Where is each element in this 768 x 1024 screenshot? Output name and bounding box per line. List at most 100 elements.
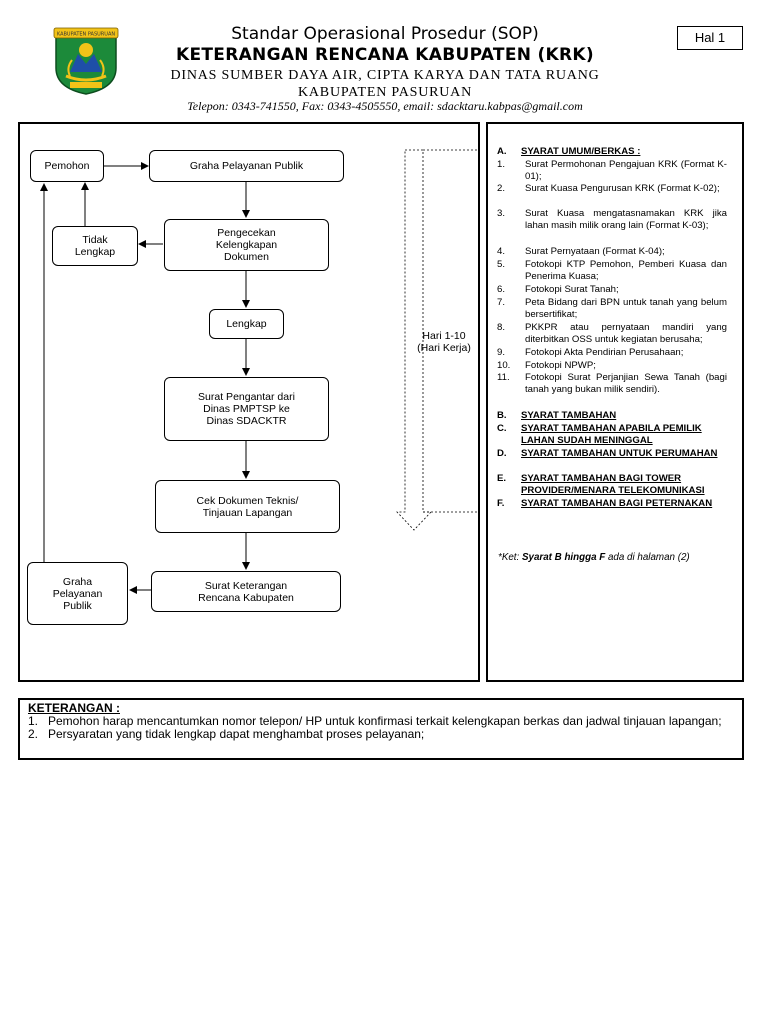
- flow-surat-keterangan-line: Surat Keterangan: [204, 579, 288, 592]
- flow-surat-keterangan: Surat Keterangan Rencana Kabupaten: [151, 571, 341, 612]
- flow-graha-pelayanan-top: Graha Pelayanan Publik: [149, 150, 344, 182]
- section-marker: B.: [497, 410, 507, 421]
- flow-pemohon: Pemohon: [30, 150, 104, 182]
- requirement-text: Surat Kuasa Pengurusan KRK (Format K-02)…: [525, 183, 720, 194]
- requirement-num: 2.: [497, 183, 506, 194]
- requirement-item: 1. Surat Permohonan Pengajuan KRK (Forma…: [497, 159, 727, 184]
- section-text: SYARAT TAMBAHAN BAGI TOWER PROVIDER/MENA…: [521, 473, 705, 497]
- region-name: KABUPATEN PASURUAN: [297, 85, 473, 100]
- flow-pengecekan-line: Kelengkapan: [215, 239, 278, 251]
- section-text: SYARAT TAMBAHAN BAGI PETERNAKAN: [521, 498, 713, 509]
- requirement-text: Surat Permohonan Pengajuan KRK (Format K…: [525, 159, 727, 183]
- requirement-text: PKKPR atau pernyataan mandiri yang diter…: [525, 322, 727, 346]
- section-marker: D.: [497, 448, 507, 459]
- requirements-note: *Ket: Syarat B hingga F ada di halaman (…: [498, 552, 690, 563]
- requirements-heading: A. SYARAT UMUM/BERKAS :: [497, 146, 727, 158]
- requirement-num: 6.: [497, 284, 506, 295]
- section-heading: C. SYARAT TAMBAHAN APABILA PEMILIK LAHAN…: [497, 423, 727, 448]
- page-label: Hal 1: [677, 26, 743, 50]
- requirement-num: 10.: [497, 360, 511, 371]
- requirement-item: 2. Surat Kuasa Pengurusan KRK (Format K-…: [497, 183, 727, 195]
- section-marker: C.: [497, 423, 507, 434]
- requirement-item: 7. Peta Bidang dari BPN untuk tanah yang…: [497, 297, 727, 322]
- requirement-item: 5. Fotokopi KTP Pemohon, Pemberi Kuasa d…: [497, 259, 727, 284]
- requirements-heading-text: SYARAT UMUM/BERKAS :: [521, 146, 641, 157]
- flow-cek-dokumen: Cek Dokumen Teknis/ Tinjauan Lapangan: [155, 480, 340, 533]
- note-item: 2. Persyaratan yang tidak lengkap dapat …: [28, 728, 734, 741]
- flow-graha-top-label: Graha Pelayanan Publik: [189, 160, 304, 172]
- flow-graha-bottom-line: Publik: [63, 599, 92, 612]
- requirement-text: Fotokopi Surat Tanah;: [525, 284, 619, 295]
- requirements-heading-marker: A.: [497, 146, 507, 157]
- contact-line: Telepon: 0343-741550, Fax: 0343-4505550,…: [187, 99, 583, 113]
- flow-surat-keterangan-line: Rencana Kabupaten: [198, 591, 294, 604]
- flow-pengecekan: Pengecekan Kelengkapan Dokumen: [164, 219, 329, 271]
- duration-line: (Hari Kerja): [417, 342, 471, 354]
- flow-lengkap-label: Lengkap: [226, 318, 267, 330]
- requirement-num: 3.: [497, 208, 506, 219]
- flow-graha-pelayanan-bottom: Graha Pelayanan Publik: [27, 562, 128, 625]
- flow-cek-dokumen-line: Tinjauan Lapangan: [202, 506, 293, 519]
- flow-cek-dokumen-line: Cek Dokumen Teknis/: [196, 494, 299, 507]
- note-num: 1.: [28, 714, 39, 728]
- flow-pengecekan-line: Dokumen: [224, 251, 269, 263]
- section-heading: D. SYARAT TAMBAHAN UNTUK PERUMAHAN: [497, 448, 727, 460]
- requirement-num: 9.: [497, 347, 506, 358]
- section-text: SYARAT TAMBAHAN: [521, 410, 617, 421]
- requirement-num: 5.: [497, 259, 506, 270]
- requirement-num: 1.: [497, 159, 506, 170]
- section-heading: F. SYARAT TAMBAHAN BAGI PETERNAKAN: [497, 498, 727, 510]
- note-num: 2.: [28, 727, 39, 741]
- section-heading: E. SYARAT TAMBAHAN BAGI TOWER PROVIDER/M…: [497, 473, 727, 498]
- requirement-item: 3. Surat Kuasa mengatasnamakan KRK jika …: [497, 208, 727, 233]
- notes-panel: KETERANGAN : 1. Pemohon harap mencantumk…: [18, 698, 744, 760]
- flow-surat-pengantar-line: Dinas PMPTSP ke: [203, 403, 290, 415]
- note-text: Pemohon harap mencantumkan nomor telepon…: [48, 714, 722, 728]
- section-marker: E.: [497, 473, 507, 484]
- requirement-text: Surat Pernyataan (Format K-04);: [525, 246, 665, 257]
- note-item: 1. Pemohon harap mencantumkan nomor tele…: [28, 715, 734, 728]
- flow-surat-pengantar: Surat Pengantar dari Dinas PMPTSP ke Din…: [164, 377, 329, 441]
- requirement-text: Surat Kuasa mengatasnamakan KRK jika lah…: [525, 208, 727, 232]
- section-text: SYARAT TAMBAHAN UNTUK PERUMAHAN: [521, 448, 718, 459]
- duration-line: Hari 1-10: [422, 330, 466, 342]
- requirements-panel: [486, 122, 744, 682]
- flow-tidak-lengkap-line: Lengkap: [74, 246, 116, 258]
- note-prefix: *Ket:: [498, 552, 522, 563]
- section-text: SYARAT TAMBAHAN APABILA PEMILIK LAHAN SU…: [521, 423, 702, 447]
- flow-pemohon-label: Pemohon: [44, 160, 90, 172]
- title-line-1: Standar Operasional Prosedur (SOP): [231, 24, 539, 44]
- requirement-text: Fotokopi Akta Pendirian Perusahaan;: [525, 347, 684, 358]
- requirement-item: 4. Surat Pernyataan (Format K-04);: [497, 246, 727, 258]
- requirement-item: 8. PKKPR atau pernyataan mandiri yang di…: [497, 322, 727, 347]
- requirement-text: Fotokopi NPWP;: [525, 360, 596, 371]
- agency-name: DINAS SUMBER DAYA AIR, CIPTA KARYA DAN T…: [170, 68, 600, 83]
- requirement-text: Fotokopi KTP Pemohon, Pemberi Kuasa dan …: [525, 259, 727, 283]
- requirement-num: 11.: [497, 372, 510, 383]
- requirement-num: 7.: [497, 297, 506, 308]
- requirement-item: 9. Fotokopi Akta Pendirian Perusahaan;: [497, 347, 727, 359]
- flow-surat-pengantar-line: Surat Pengantar dari: [198, 391, 295, 403]
- section-heading: B. SYARAT TAMBAHAN: [497, 410, 727, 422]
- note-text: Persyaratan yang tidak lengkap dapat men…: [48, 727, 425, 741]
- flowchart-panel: [18, 122, 480, 682]
- requirement-item: 6. Fotokopi Surat Tanah;: [497, 284, 727, 296]
- flow-graha-bottom-line: Pelayanan: [52, 587, 103, 600]
- flow-graha-bottom-line: Graha: [62, 575, 93, 588]
- requirement-text: Fotokopi Surat Perjanjian Sewa Tanah (ba…: [525, 372, 727, 396]
- flow-surat-pengantar-line: Dinas SDACKTR: [206, 415, 287, 427]
- note-suffix: ada di halaman (2): [605, 552, 690, 563]
- flow-tidak-lengkap-line: Tidak: [82, 234, 108, 246]
- kabupaten-pasuruan-logo-icon: KABUPATEN PASURUAN: [53, 27, 119, 95]
- note-bold: Syarat B hingga F: [521, 552, 606, 563]
- section-marker: F.: [497, 498, 505, 509]
- title-line-2: KETERANGAN RENCANA KABUPATEN (KRK): [176, 45, 594, 65]
- duration-label: Hari 1-10 (Hari Kerja): [412, 330, 476, 354]
- flow-lengkap: Lengkap: [209, 309, 284, 339]
- requirement-item: 11. Fotokopi Surat Perjanjian Sewa Tanah…: [497, 372, 727, 397]
- flow-pengecekan-line: Pengecekan: [217, 227, 276, 239]
- requirement-text: Peta Bidang dari BPN untuk tanah yang be…: [525, 297, 727, 321]
- requirement-num: 8.: [497, 322, 506, 333]
- requirement-num: 4.: [497, 246, 506, 257]
- flow-tidak-lengkap: Tidak Lengkap: [52, 226, 138, 266]
